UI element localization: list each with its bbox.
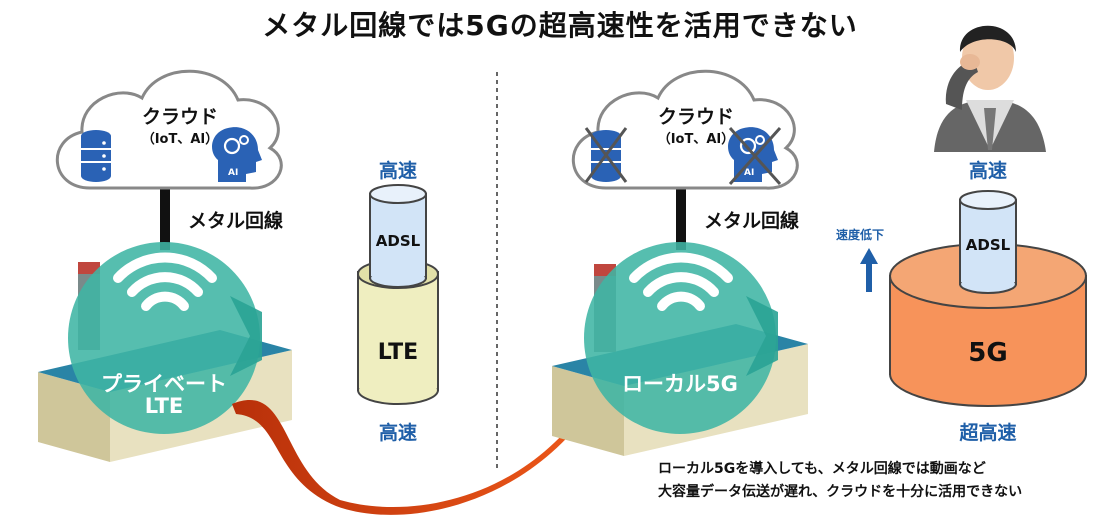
left-adsl-label: ADSL xyxy=(375,232,421,250)
right-adsl-cylinder xyxy=(959,190,1017,294)
right-speed-top: 高速 xyxy=(968,160,1007,182)
left-cloud-subtitle: （IoT、AI） xyxy=(141,132,219,147)
left-teal-chevron xyxy=(230,296,262,376)
right-metal-line-label: メタル回線 xyxy=(704,210,800,232)
right-network-label: ローカル5G xyxy=(622,372,738,396)
right-cloud-title: クラウド xyxy=(657,106,734,128)
right-network-circle xyxy=(584,242,776,434)
left-network-label-2: LTE xyxy=(144,394,184,418)
left-metal-line xyxy=(160,188,170,250)
right-metal-line xyxy=(676,188,686,250)
wireless-signal-icon xyxy=(629,252,733,311)
ai-head-icon-crossed xyxy=(728,127,782,185)
left-ai-label: AI xyxy=(228,168,239,178)
caption: ローカル5Gを導入しても、メタル回線では動画など 大容量データ伝送が遅れ、クラウ… xyxy=(658,458,1022,504)
5g-label: 5G xyxy=(968,338,1008,368)
worried-person-icon xyxy=(934,25,1046,152)
left-metal-line-label: メタル回線 xyxy=(188,210,284,232)
speed-down-arrow-icon xyxy=(860,248,878,292)
left-network-circle xyxy=(68,242,260,434)
database-icon-crossed xyxy=(584,127,628,183)
right-teal-chevron xyxy=(746,296,778,376)
5g-cylinder xyxy=(889,243,1087,407)
caption-line-2: 大容量データ伝送が遅れ、クラウドを十分に活用できない xyxy=(658,484,1023,500)
caption-line-1: ローカル5Gを導入しても、メタル回線では動画など xyxy=(658,461,986,477)
right-ai-label: AI xyxy=(744,168,755,178)
left-lte-label: LTE xyxy=(377,340,419,365)
left-speed-bottom: 高速 xyxy=(378,422,417,444)
left-cloud-title: クラウド xyxy=(141,106,218,128)
left-adsl-cylinder xyxy=(369,184,427,288)
left-network-label-1: プライベート xyxy=(101,372,227,396)
right-speed-bottom: 超高速 xyxy=(959,422,1017,444)
wireless-signal-icon xyxy=(113,252,217,311)
page-title: メタル回線では5Gの超高速性を活用できない xyxy=(262,9,858,42)
left-speed-top: 高速 xyxy=(378,160,417,182)
right-cloud-subtitle: （IoT、AI） xyxy=(657,132,735,147)
database-icon xyxy=(81,130,111,182)
speed-down-label: 速度低下 xyxy=(836,228,885,242)
right-adsl-label: ADSL xyxy=(965,236,1011,254)
ai-head-icon xyxy=(212,127,262,182)
